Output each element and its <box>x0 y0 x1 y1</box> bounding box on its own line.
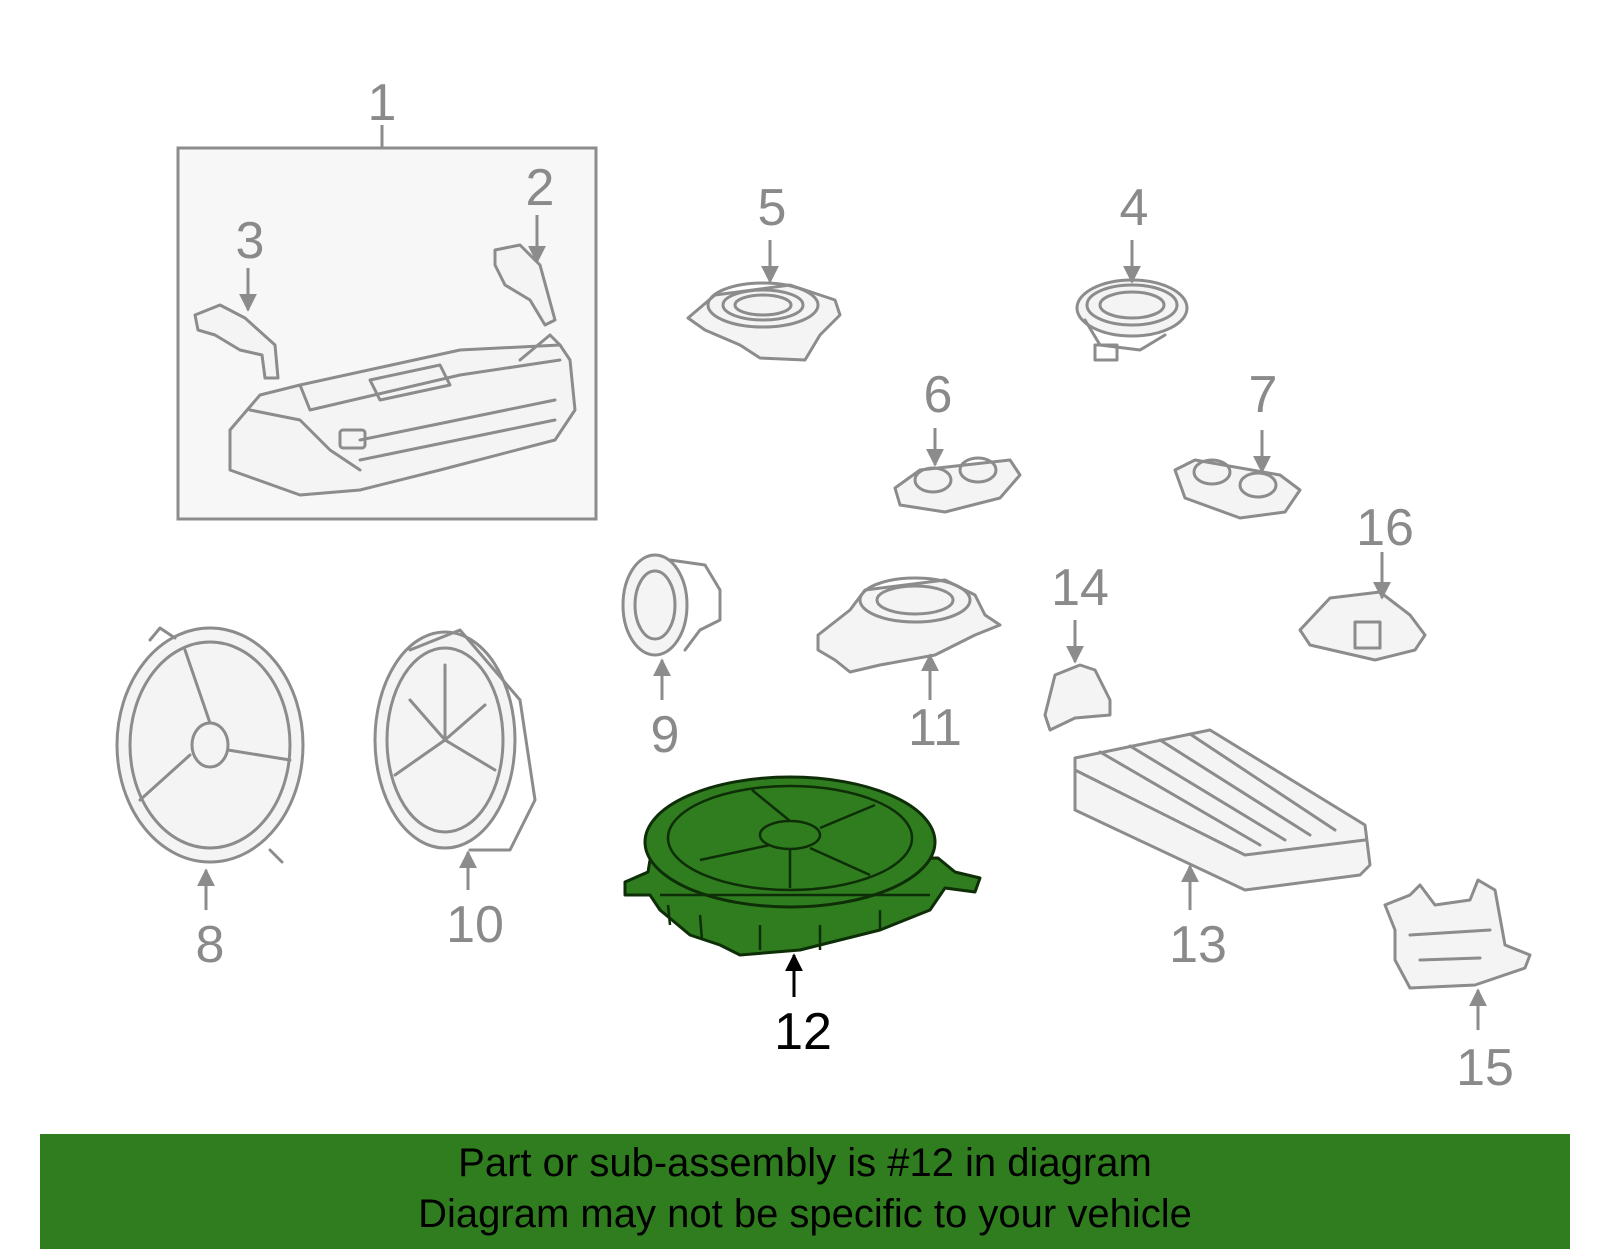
part-9-tweeter <box>621 553 722 657</box>
callout-16: 16 <box>1356 499 1414 557</box>
callout-7: 7 <box>1249 366 1278 424</box>
part-6-tweeter-pair <box>893 456 1022 514</box>
callout-8: 8 <box>196 916 225 974</box>
callout-10: 10 <box>446 896 504 954</box>
part-7-tweeter-pair <box>1173 458 1302 520</box>
part-10-speaker <box>373 628 537 852</box>
part-16-module <box>1298 590 1427 662</box>
callout-14: 14 <box>1051 559 1109 617</box>
callout-6: 6 <box>924 366 953 424</box>
part-13-amplifier <box>1073 728 1372 892</box>
callout-4: 4 <box>1120 179 1149 237</box>
part-14-bracket <box>1043 663 1112 732</box>
disclaimer-text: Diagram may not be specific to your vehi… <box>418 1192 1192 1236</box>
part-1-head-unit <box>228 333 577 497</box>
callout-1: 1 <box>368 74 397 132</box>
part-info-banner: Part or sub-assembly is #12 in diagram D… <box>40 1134 1570 1249</box>
callout-15: 15 <box>1456 1039 1514 1097</box>
part-11-speaker <box>816 576 1002 674</box>
part-4-speaker <box>1075 278 1189 362</box>
callout-11: 11 <box>908 699 962 757</box>
part-8-speaker <box>115 626 305 864</box>
callout-3: 3 <box>236 212 265 270</box>
part-5-speaker <box>686 281 842 362</box>
callout-12: 12 <box>774 1003 832 1061</box>
part-info-text: Part or sub-assembly is #12 in diagram <box>458 1141 1152 1185</box>
part-15-bracket <box>1383 878 1532 990</box>
part-12-subwoofer <box>623 775 982 957</box>
callout-9: 9 <box>651 706 680 764</box>
part-3-bracket <box>193 303 280 380</box>
part-2-bracket <box>493 243 557 327</box>
callout-5: 5 <box>758 179 787 237</box>
callout-2: 2 <box>526 159 555 217</box>
callout-13: 13 <box>1169 916 1227 974</box>
